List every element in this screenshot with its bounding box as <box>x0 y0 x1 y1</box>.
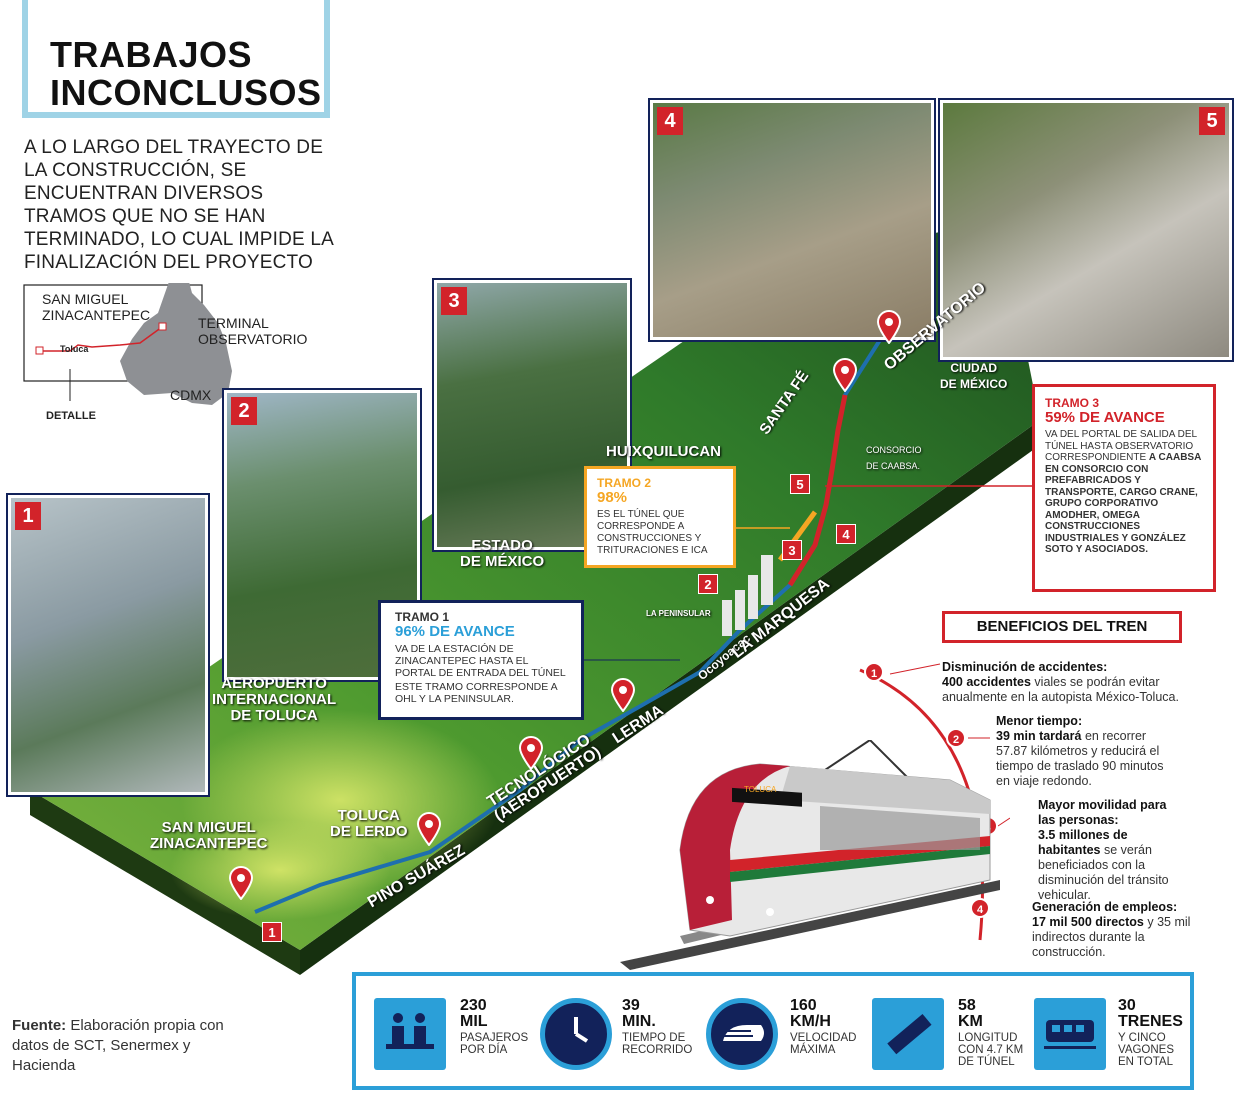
stat-speed-label: VELOCIDAD MÁXIMA <box>790 1032 857 1056</box>
stat-trains-label: Y CINCO VAGONES EN TOTAL <box>1118 1032 1175 1068</box>
tramo1-progress: 96% DE AVANCE <box>395 623 515 640</box>
locator-map: SAN MIGUEL ZINACANTEPEC Toluca TERMINAL … <box>22 283 322 428</box>
tramo-marker-1: 1 <box>262 922 282 942</box>
tramo2-desc: ES EL TÚNEL QUE CORRESPONDE A CONSTRUCCI… <box>597 509 708 556</box>
pin-icon <box>228 866 254 900</box>
tramo2-progress: 98% <box>597 489 628 506</box>
benefit-3: Mayor movilidad para las personas:3.5 mi… <box>1038 798 1169 902</box>
tramo3-desc: VA DEL PORTAL DE SALIDA DEL TÚNEL HASTA … <box>1045 429 1197 463</box>
photo-1: 1 <box>6 493 210 797</box>
tramo3-title: TRAMO 3 <box>1045 396 1099 410</box>
photo-number: 4 <box>657 107 683 135</box>
tramo-marker-2: 2 <box>698 574 718 594</box>
stat-passengers-label: PASAJEROS POR DÍA <box>460 1032 529 1056</box>
peninsular-label: LA PENINSULAR <box>646 609 711 618</box>
benefit-2: Menor tiempo:39 min tardará en recorrer … <box>996 714 1164 788</box>
benefit-4: Generación de empleos: 17 mil 500 direct… <box>1032 900 1191 959</box>
tramo-marker-5: 5 <box>790 474 810 494</box>
train-illustration: TOLUCA <box>620 740 1000 970</box>
toluca-map-label: TOLUCA DE LERDO <box>330 807 408 840</box>
toluca-label: Toluca <box>60 344 89 354</box>
airport-label: AEROPUERTO INTERNACIONAL DE TOLUCA <box>212 675 337 724</box>
tramo-marker-3: 3 <box>782 540 802 560</box>
tramo1-desc: VA DE LA ESTACIÓN DE ZINACANTEPEC HASTA … <box>395 643 566 679</box>
consorcio-label: CONSORCIO DE CAABSA. <box>866 445 922 471</box>
photo-5: 5 <box>938 98 1234 362</box>
tramo1-box: TRAMO 1 96% DE AVANCE VA DE LA ESTACIÓN … <box>378 600 584 720</box>
photo-number: 1 <box>15 502 41 530</box>
pin-icon <box>832 358 858 392</box>
tramo3-box: TRAMO 3 59% DE AVANCE VA DEL PORTAL DE S… <box>1032 384 1216 592</box>
terminal-label: TERMINAL OBSERVATORIO <box>198 315 308 347</box>
photo-4: 4 <box>648 98 936 342</box>
pin-icon <box>518 736 544 770</box>
huixquilucan-label: HUIXQUILUCAN <box>606 443 721 460</box>
train-destination-sign: TOLUCA <box>744 785 777 794</box>
pin-icon <box>876 310 902 344</box>
cdmx-label: CDMX <box>170 387 212 403</box>
stat-length-label: LONGITUD CON 4.7 KM DE TÚNEL <box>958 1032 1024 1068</box>
tramo2-title: TRAMO 2 <box>597 476 651 490</box>
benefit-1: Disminución de accidentes:400 accidentes… <box>942 660 1179 704</box>
detail-label: DETALLE <box>46 410 96 422</box>
photo-number: 5 <box>1199 107 1225 135</box>
zinacantepec-label: SAN MIGUEL ZINACANTEPEC <box>150 819 268 852</box>
train-icon <box>1034 998 1106 1070</box>
state-label: ESTADO DE MÉXICO <box>460 537 545 570</box>
ruler-icon <box>872 998 944 1070</box>
benefit-num-2: 2 <box>946 728 966 748</box>
photo-number: 3 <box>441 287 467 315</box>
tramo1-desc2: ESTE TRAMO CORRESPONDE A OHL Y LA PENINS… <box>395 681 558 705</box>
pin-icon <box>610 678 636 712</box>
photo-number: 2 <box>231 397 257 425</box>
clock-icon <box>540 998 612 1070</box>
tramo1-title: TRAMO 1 <box>395 610 449 624</box>
source-note: Fuente: Elaboración propia con datos de … <box>12 1017 224 1074</box>
benefits-title: BENEFICIOS DEL TREN <box>942 611 1182 643</box>
tramo2-box: TRAMO 2 98% ES EL TÚNEL QUE CORRESPONDE … <box>584 466 736 568</box>
tramo3-desc-bold: A CAABSA EN CONSORCIO CON PREFABRICADOS … <box>1045 452 1201 555</box>
benefit-num-1: 1 <box>864 662 884 682</box>
speed-icon <box>706 998 778 1070</box>
passengers-icon <box>374 998 446 1070</box>
pin-icon <box>416 812 442 846</box>
benefit-num-4: 4 <box>970 898 990 918</box>
tramo-marker-4: 4 <box>836 524 856 544</box>
cdmx-map-label: CIUDAD DE MÉXICO <box>940 361 1008 391</box>
intro-text: A lo largo del trayecto de la construcci… <box>24 137 333 273</box>
tramo3-progress: 59% DE AVANCE <box>1045 409 1165 426</box>
stat-time-label: TIEMPO DE RECORRIDO <box>622 1032 693 1056</box>
origin-label: SAN MIGUEL ZINACANTEPEC <box>42 291 151 323</box>
